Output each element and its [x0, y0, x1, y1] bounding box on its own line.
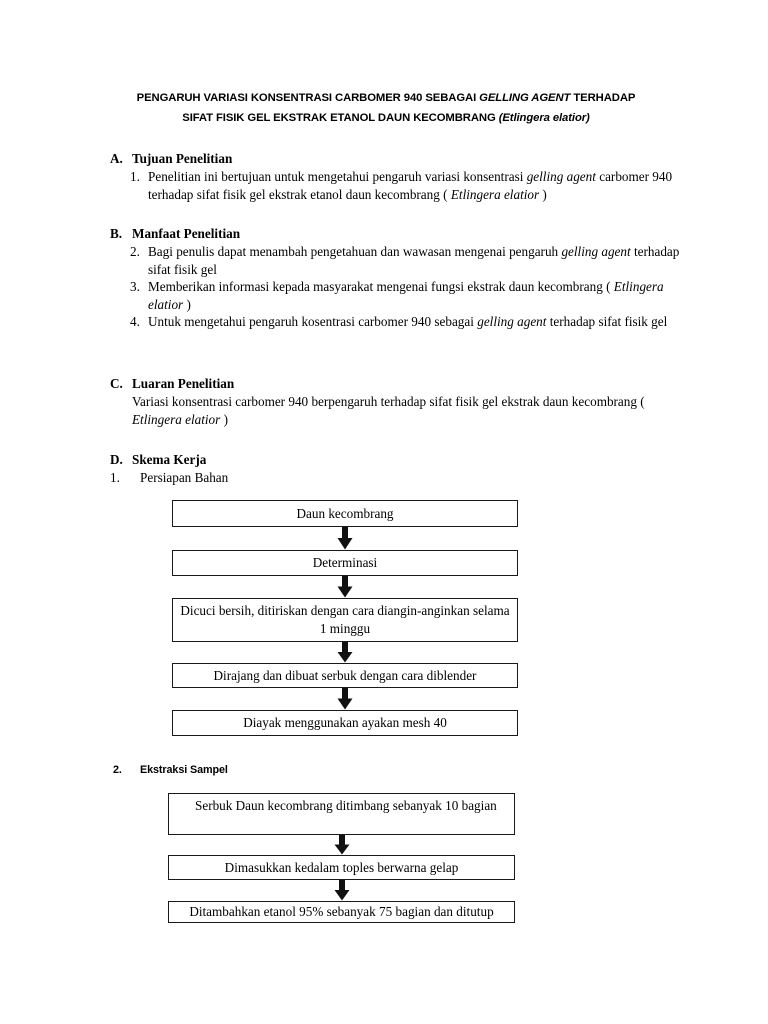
italic-run: Etlingera elatior [132, 411, 221, 427]
flow-box: Dicuci bersih, ditiriskan dengan cara di… [172, 598, 518, 642]
title-line-1: PENGARUH VARIASI KONSENTRASI CARBOMER 94… [96, 88, 676, 108]
text-run: ) [539, 186, 547, 202]
section-c-letter: C. [110, 376, 123, 391]
flow-arrow-container [172, 527, 518, 550]
section-d-title: Skema Kerja [132, 452, 207, 467]
section-b-heading: B. Manfaat Penelitian [110, 225, 685, 242]
italic-run: gelling agent [561, 244, 631, 259]
flow-box: Ditambahkan etanol 95% sebanyak 75 bagia… [168, 901, 515, 923]
flow-arrow-container [172, 576, 518, 598]
list-item: 2. Bagi penulis dapat menambah pengetahu… [110, 243, 685, 278]
section-a-heading: A. Tujuan Penelitian [110, 150, 685, 167]
flow-arrow-container [172, 688, 518, 710]
flow-box: Serbuk Daun kecombrang ditimbang sebanya… [168, 793, 515, 835]
text-run: ) [183, 296, 191, 312]
flow-box: Determinasi [172, 550, 518, 576]
text-run: ) [220, 411, 228, 427]
text-run: terhadap sifat fisik gel [148, 244, 680, 277]
list-item-text: Untuk mengetahui pengaruh kosentrasi car… [148, 314, 667, 329]
list-item: 4. Untuk mengetahui pengaruh kosentrasi … [110, 313, 685, 331]
flow-box: Dirajang dan dibuat serbuk dengan cara d… [172, 663, 518, 688]
flow-box: Dimasukkan kedalam toples berwarna gelap [168, 855, 515, 880]
flow-box: Daun kecombrang [172, 500, 518, 527]
list-item-number: 1. [130, 169, 140, 184]
text-run: Bagi penulis dapat menambah pengetahuan … [148, 244, 562, 259]
text-run: carbomer 940 terhadap sifat fisik gel ek… [148, 169, 673, 202]
title-line-2: SIFAT FISIK GEL EKSTRAK ETANOL DAUN KECO… [96, 108, 676, 128]
section-a-title: Tujuan Penelitian [132, 151, 233, 166]
section-b-letter: B. [110, 226, 123, 241]
list-item-number: 2. [130, 244, 140, 259]
title-line-2-pre: SIFAT FISIK GEL EKSTRAK ETANOL DAUN KECO… [182, 112, 499, 124]
section-a-list: 1. Penelitian ini bertujuan untuk menget… [110, 168, 685, 203]
skema-step-2: 2. Ekstraksi Sampel [110, 762, 685, 780]
title-line-1-post: TERHADAP [570, 92, 636, 104]
list-item: 3. Memberikan informasi kepada masyaraka… [110, 278, 685, 313]
flow-box: Diayak menggunakan ayakan mesh 40 [172, 710, 518, 736]
document-title: PENGARUH VARIASI KONSENTRASI CARBOMER 94… [96, 88, 676, 128]
section-c-body: Variasi konsentrasi carbomer 940 berpeng… [110, 393, 685, 428]
section-d-skema-kerja: D. Skema Kerja 1. Persiapan Bahan [110, 451, 685, 487]
title-line-1-italic: GELLING AGENT [479, 92, 571, 104]
text-run: Untuk mengetahui pengaruh kosentrasi car… [148, 314, 478, 330]
skema-step-2-label: Ekstraksi Sampel [140, 764, 228, 776]
list-item: 1. Penelitian ini bertujuan untuk menget… [110, 168, 685, 203]
persiapan-bahan-flowchart: Daun kecombrang Determinasi Dicuci bersi… [172, 500, 518, 736]
italic-run: gelling agent [526, 169, 596, 184]
skema-step-1: 1. Persiapan Bahan [110, 469, 685, 487]
section-b-title: Manfaat Penelitian [132, 226, 241, 241]
section-c-luaran-penelitian: C. Luaran Penelitian Variasi konsentrasi … [110, 375, 685, 428]
down-arrow-icon [334, 835, 349, 855]
italic-run: Etlingera elatior [450, 186, 540, 202]
section-a-letter: A. [110, 151, 123, 166]
title-line-2-italic: (Etlingera elatior) [498, 112, 590, 124]
text-run: terhadap sifat fisik gel [546, 314, 668, 330]
list-item-text: Memberikan informasi kepada masyarakat m… [148, 279, 664, 312]
flow-arrow-container [172, 642, 518, 663]
skema-step-1-label: Persiapan Bahan [140, 470, 229, 485]
down-arrow-icon [337, 576, 353, 598]
skema-step-2-number: 2. [113, 764, 122, 776]
list-item-text: Bagi penulis dapat menambah pengetahuan … [148, 244, 679, 277]
section-d-skema-step-2: 2. Ekstraksi Sampel [110, 762, 685, 780]
section-d-letter: D. [110, 452, 123, 467]
section-d-heading: D. Skema Kerja [110, 451, 685, 468]
ekstraksi-sampel-flowchart: Serbuk Daun kecombrang ditimbang sebanya… [168, 793, 515, 923]
italic-run: gelling agent [477, 314, 547, 330]
skema-step-1-number: 1. [110, 470, 120, 485]
flow-arrow-container [168, 880, 515, 901]
down-arrow-icon [334, 880, 349, 901]
title-line-1-pre: PENGARUH VARIASI KONSENTRASI CARBOMER 94… [136, 92, 480, 104]
down-arrow-icon [337, 642, 353, 663]
flow-arrow-container [168, 835, 515, 855]
list-item-number: 3. [130, 279, 140, 295]
text-run: Penelitian ini bertujuan untuk mengetahu… [148, 169, 527, 184]
down-arrow-icon [337, 527, 353, 550]
section-b-manfaat-penelitian: B. Manfaat Penelitian 2. Bagi penulis dap… [110, 225, 685, 331]
section-a-tujuan-penelitian: A. Tujuan Penelitian 1. Penelitian ini be… [110, 150, 685, 203]
down-arrow-icon [337, 688, 353, 710]
text-run: Variasi konsentrasi carbomer 940 berpeng… [132, 394, 645, 409]
text-run: Memberikan informasi kepada masyarakat m… [148, 279, 614, 295]
list-item-text: Penelitian ini bertujuan untuk mengetahu… [148, 169, 672, 202]
section-c-title: Luaran Penelitian [132, 376, 235, 391]
section-b-list: 2. Bagi penulis dapat menambah pengetahu… [110, 243, 685, 331]
italic-run: Etlingera elatior [148, 279, 664, 312]
list-item-number: 4. [130, 314, 140, 330]
section-c-heading: C. Luaran Penelitian [110, 375, 685, 392]
